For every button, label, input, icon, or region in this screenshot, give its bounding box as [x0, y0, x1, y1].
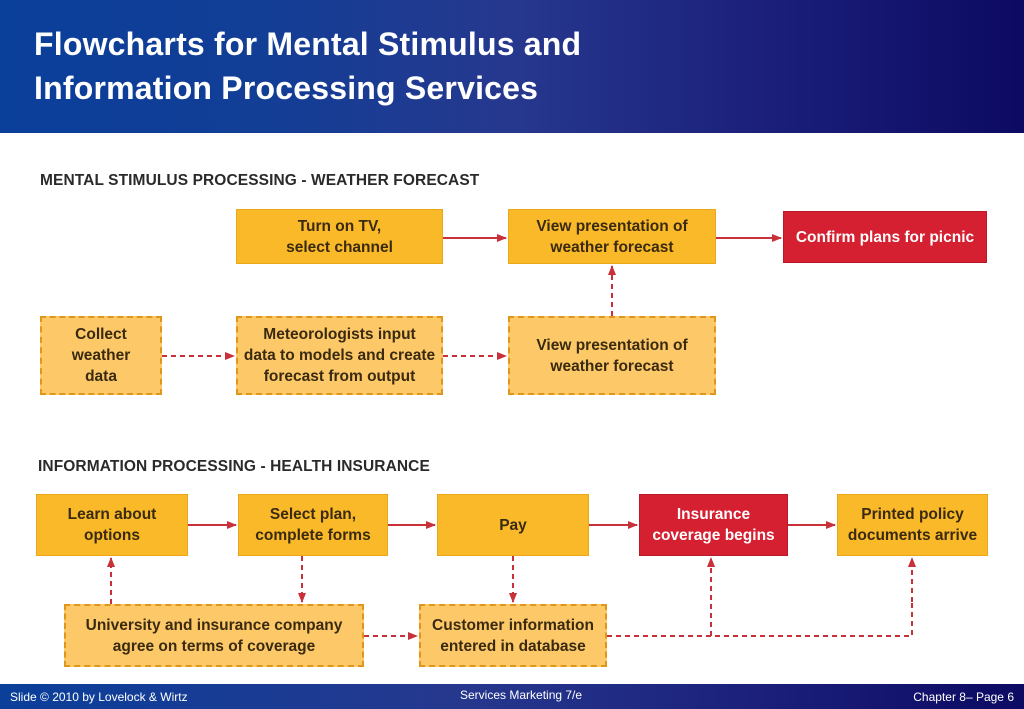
box-confirm-plans: Confirm plans for picnic	[783, 211, 987, 263]
box-learn-about-options: Learn about options	[36, 494, 188, 556]
section-label-mental-stimulus: MENTAL STIMULUS PROCESSING - WEATHER FOR…	[40, 172, 480, 189]
box-university-agreement: University and insurance company agree o…	[64, 604, 364, 667]
footer-page-number: Chapter 8– Page 6	[913, 690, 1014, 704]
box-view-presentation-top: View presentation of weather forecast	[508, 209, 716, 264]
box-meteorologists: Meteorologists input data to models and …	[236, 316, 443, 395]
box-turn-on-tv: Turn on TV, select channel	[236, 209, 443, 264]
box-collect-weather-data: Collect weather data	[40, 316, 162, 395]
box-view-presentation-bottom: View presentation of weather forecast	[508, 316, 716, 395]
box-select-plan: Select plan, complete forms	[238, 494, 388, 556]
box-printed-policy: Printed policy documents arrive	[837, 494, 988, 556]
footer-book-title: Services Marketing 7/e	[460, 688, 583, 702]
slide-title-line-1: Flowcharts for Mental Stimulus and	[34, 26, 582, 62]
section-label-information-processing: INFORMATION PROCESSING - HEALTH INSURANC…	[38, 458, 430, 475]
line-customer-to-right	[607, 602, 913, 637]
footer-bar: Slide © 2010 by Lovelock & Wirtz Service…	[0, 684, 1024, 709]
slide-title-line-2: Information Processing Services	[34, 70, 539, 106]
box-pay: Pay	[437, 494, 589, 556]
box-customer-information: Customer information entered in database	[419, 604, 607, 667]
footer-copyright: Slide © 2010 by Lovelock & Wirtz	[10, 690, 188, 704]
title-banner: Flowcharts for Mental Stimulus and Infor…	[0, 0, 1024, 133]
box-insurance-coverage: Insurance coverage begins	[639, 494, 788, 556]
